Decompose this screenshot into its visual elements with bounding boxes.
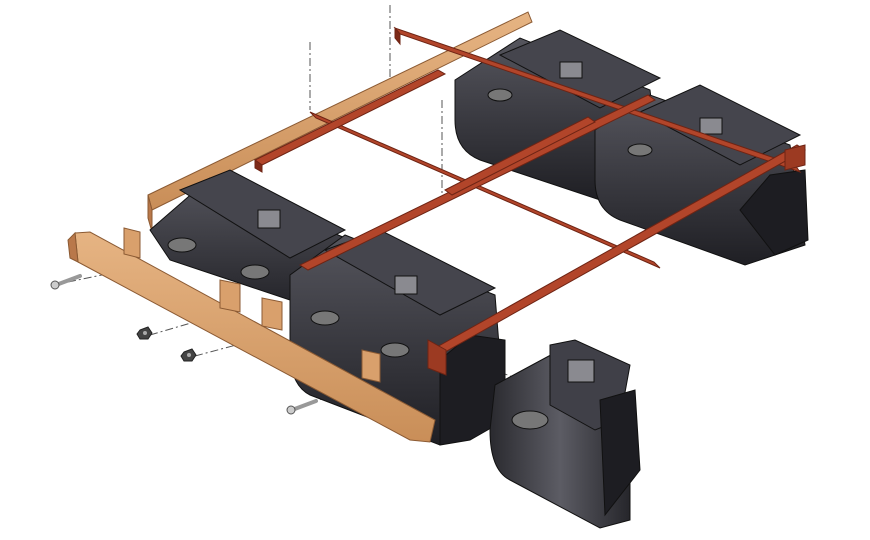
rear-wood-rail bbox=[147, 11, 533, 233]
bolt-icon bbox=[286, 399, 318, 415]
nut-icon bbox=[180, 348, 197, 362]
front-wood-plank bbox=[67, 231, 436, 443]
bolt-icon bbox=[50, 274, 82, 290]
spacer-blocks bbox=[123, 227, 381, 383]
steel-frame bbox=[254, 26, 806, 376]
rear-float-right bbox=[594, 84, 809, 266]
detached-float bbox=[489, 339, 641, 529]
nut-icon bbox=[136, 326, 153, 340]
